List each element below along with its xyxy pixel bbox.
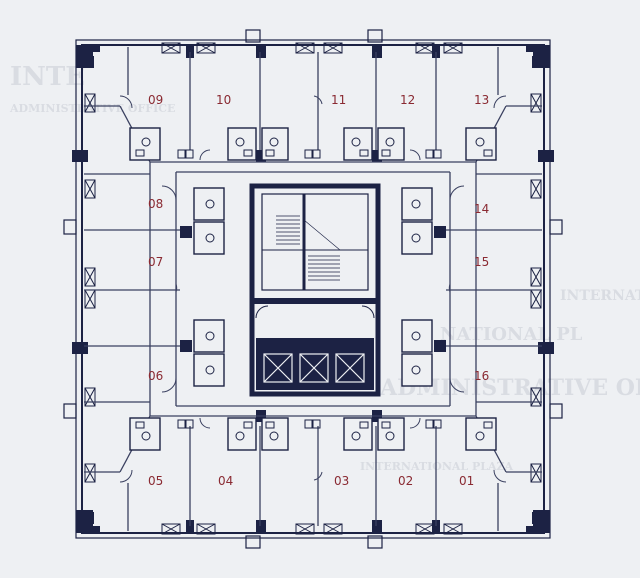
- unit-labels: 09 10 11 12 13 08 14 07 15 06 16 05 04 0…: [148, 93, 489, 488]
- unit-label-01: 01: [459, 474, 474, 488]
- exterior-pads: [63, 29, 563, 549]
- unit-label-09: 09: [148, 93, 163, 107]
- perimeter-columns: [72, 44, 554, 534]
- unit-label-04: 04: [218, 474, 233, 488]
- unit-label-07: 07: [148, 255, 163, 269]
- unit-partitions: [84, 47, 542, 531]
- unit-label-08: 08: [148, 197, 163, 211]
- elevator-cars: [263, 353, 365, 383]
- watermark-text-left: INTE: [10, 62, 85, 92]
- bathroom-fixtures: [135, 137, 493, 441]
- unit-label-13: 13: [474, 93, 489, 107]
- watermark-text-right: NATIONAL PL: [440, 324, 583, 345]
- watermark-text-bottom: INTERNATIONAL PLAZA: [360, 460, 514, 473]
- unit-label-03: 03: [334, 474, 349, 488]
- unit-label-15: 15: [474, 255, 489, 269]
- stair-treads: [276, 215, 341, 281]
- window-units: [84, 42, 542, 535]
- unit-label-05: 05: [148, 474, 163, 488]
- unit-label-10: 10: [216, 93, 231, 107]
- bathroom-pods: [129, 127, 497, 451]
- unit-label-16: 16: [474, 369, 489, 383]
- unit-label-02: 02: [398, 474, 413, 488]
- corner-blocks: [76, 45, 550, 533]
- watermark-text-left-2: ADMINISTRATIVE OFFICE: [9, 102, 175, 115]
- watermark: INTE ADMINISTRATIVE OFFICE NATIONAL PL A…: [9, 62, 640, 473]
- watermark-text-far-right: INTERNATIONAL PLAZA: [560, 288, 640, 304]
- central-core: [249, 183, 381, 397]
- unit-label-11: 11: [331, 93, 346, 107]
- door-arcs: [119, 95, 507, 483]
- unit-label-06: 06: [148, 369, 163, 383]
- unit-label-14: 14: [474, 202, 489, 216]
- duct-pairs: [177, 149, 442, 429]
- corridor-walls: [119, 105, 507, 473]
- unit-label-12: 12: [400, 93, 415, 107]
